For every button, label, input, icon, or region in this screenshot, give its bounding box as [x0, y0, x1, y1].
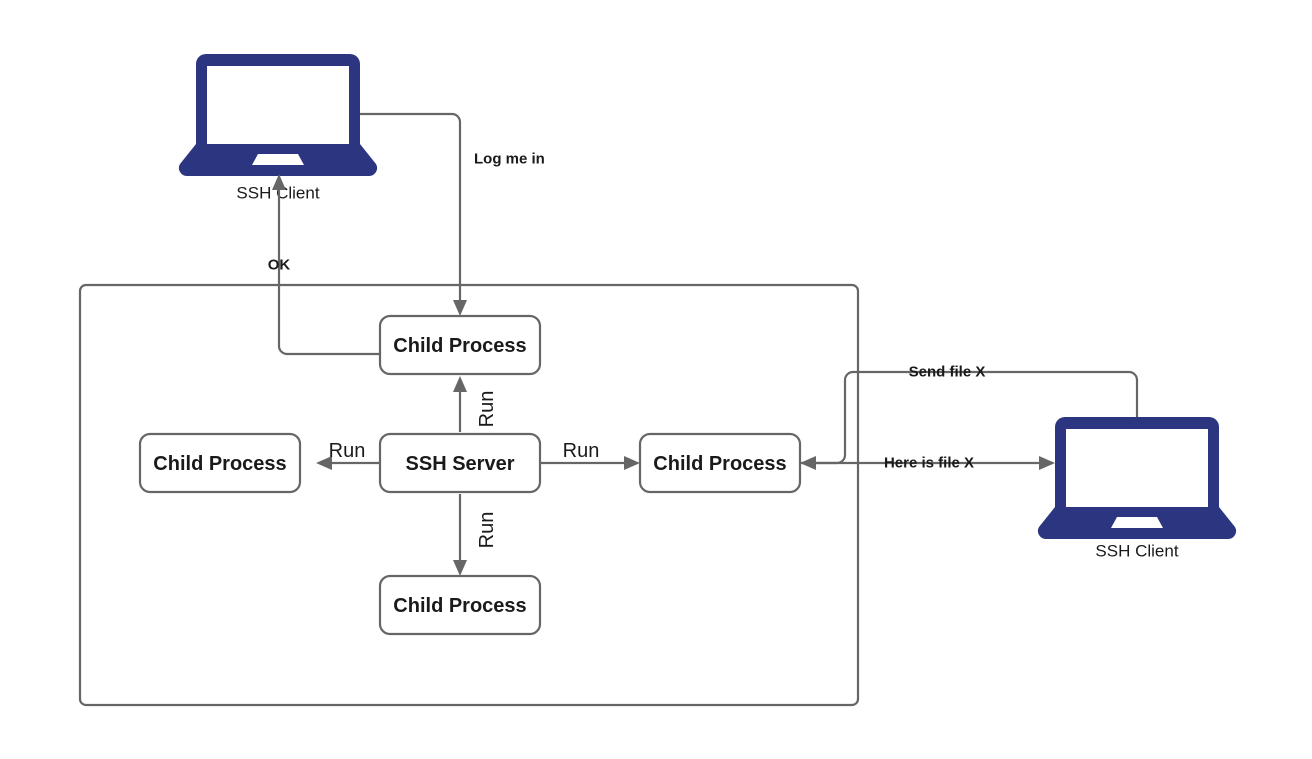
edge-ok-label: OK	[268, 257, 291, 274]
client-right-label: SSH Client	[1095, 542, 1178, 561]
node-child-top-box[interactable]	[378, 314, 542, 376]
arrow-head-up	[272, 174, 286, 190]
laptop-icon-left	[178, 54, 378, 177]
laptop-screen-display	[1066, 429, 1208, 507]
node-child-left-box[interactable]	[138, 432, 302, 494]
node-child-bottom-box[interactable]	[378, 574, 542, 636]
arrow-head-down	[453, 300, 467, 316]
edge-log-me-in-label: Log me in	[474, 151, 545, 168]
edge-run-down-label: Run	[476, 512, 498, 549]
arrow-head-up	[453, 376, 467, 392]
edge-here-is-file-label: Here is file X	[884, 455, 974, 472]
edge-ok	[272, 174, 380, 356]
node-child-left-label: Child Process	[153, 453, 286, 475]
node-child-top[interactable]: Child Process	[378, 314, 542, 376]
node-ssh-server[interactable]: SSH Server	[378, 432, 542, 494]
node-child-right-label: Child Process	[653, 453, 786, 475]
edge-here-is-file	[800, 456, 1055, 470]
edge-run-up	[453, 376, 467, 432]
arrow-head-down	[453, 560, 467, 576]
node-ssh-server-box[interactable]	[378, 432, 542, 494]
node-child-bottom-label: Child Process	[393, 595, 526, 617]
node-child-left[interactable]: Child Process	[138, 432, 302, 494]
ssh-server-host-boundary	[78, 283, 860, 707]
node-child-top-label: Child Process	[393, 335, 526, 357]
edge-run-up-label: Run	[476, 391, 498, 428]
edge-send-file-label: Send file X	[909, 364, 986, 381]
edge-run-down	[453, 494, 467, 576]
laptop-trackpad-notch	[252, 154, 304, 165]
arrow-head-right	[1039, 456, 1055, 470]
edge-run-left-label: Run	[329, 440, 366, 462]
laptop-trackpad-notch	[1111, 517, 1163, 528]
arrow-head-right	[624, 456, 640, 470]
edge-run-left	[316, 456, 380, 470]
edge-run-right	[540, 456, 640, 470]
edge-log-me-in	[360, 112, 467, 316]
node-child-right-box[interactable]	[638, 432, 802, 494]
node-child-bottom[interactable]: Child Process	[378, 574, 542, 636]
edge-run-right-label: Run	[563, 440, 600, 462]
laptop-screen-display	[207, 66, 349, 144]
arrow-head-left	[316, 456, 332, 470]
laptop-icon-right	[1037, 417, 1237, 540]
node-child-right[interactable]: Child Process	[638, 432, 802, 494]
node-ssh-server-label: SSH Server	[406, 453, 515, 475]
